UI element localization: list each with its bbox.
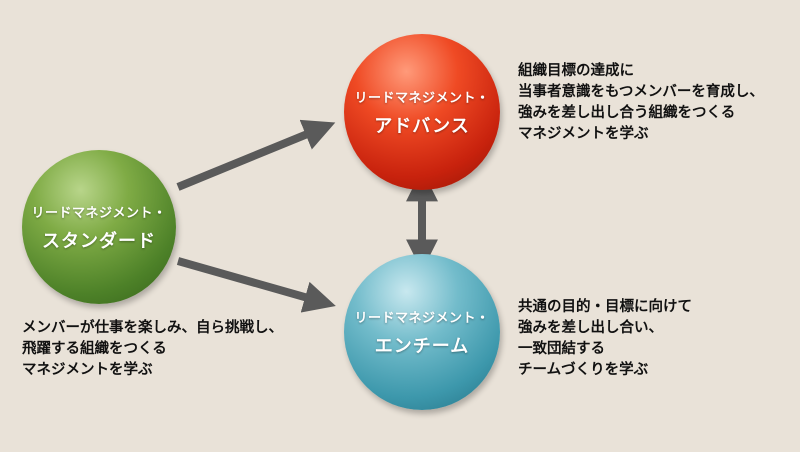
enteam-description-line: 一致団結する	[518, 340, 605, 357]
node-standard-title: スタンダード	[42, 230, 156, 252]
advance-description-line: マネジメントを学ぶ	[518, 125, 649, 142]
node-enteam-title: エンチーム	[374, 335, 470, 357]
node-advance-line1: リードマネジメント・	[354, 90, 490, 106]
node-enteam: リードマネジメント・ エンチーム	[344, 254, 500, 410]
arrow-standard-to-advance	[176, 119, 336, 191]
standard-description-line: メンバーが仕事を楽しみ、自ら挑戦し、	[22, 319, 283, 336]
node-enteam-line1: リードマネジメント・	[354, 310, 490, 326]
standard-description: メンバーが仕事を楽しみ、自ら挑戦し、 飛躍する組織をつくる マネジメントを学ぶ	[22, 317, 283, 380]
enteam-description: 共通の目的・目標に向けて 強みを差し出し合い、 一致団結する チームづくりを学ぶ	[518, 296, 692, 380]
advance-description-line: 組織目標の達成に	[518, 62, 634, 79]
arrow-standard-to-enteam	[176, 257, 336, 313]
enteam-description-line: チームづくりを学ぶ	[518, 361, 649, 378]
advance-description-line: 当事者意識をもつメンバーを育成し、	[518, 83, 764, 100]
node-advance-title: アドバンス	[374, 115, 470, 137]
enteam-description-line: 強みを差し出し合い、	[518, 319, 663, 336]
advance-description-line: 強みを差し出し合う組織をつくる	[518, 104, 736, 121]
standard-description-line: マネジメントを学ぶ	[22, 361, 153, 378]
enteam-description-line: 共通の目的・目標に向けて	[518, 298, 692, 315]
advance-description: 組織目標の達成に 当事者意識をもつメンバーを育成し、 強みを差し出し合う組織をつ…	[518, 60, 764, 144]
node-advance: リードマネジメント・ アドバンス	[344, 34, 500, 190]
standard-description-line: 飛躍する組織をつくる	[22, 340, 167, 357]
node-standard-line1: リードマネジメント・	[31, 205, 167, 221]
node-standard: リードマネジメント・ スタンダード	[22, 150, 176, 304]
